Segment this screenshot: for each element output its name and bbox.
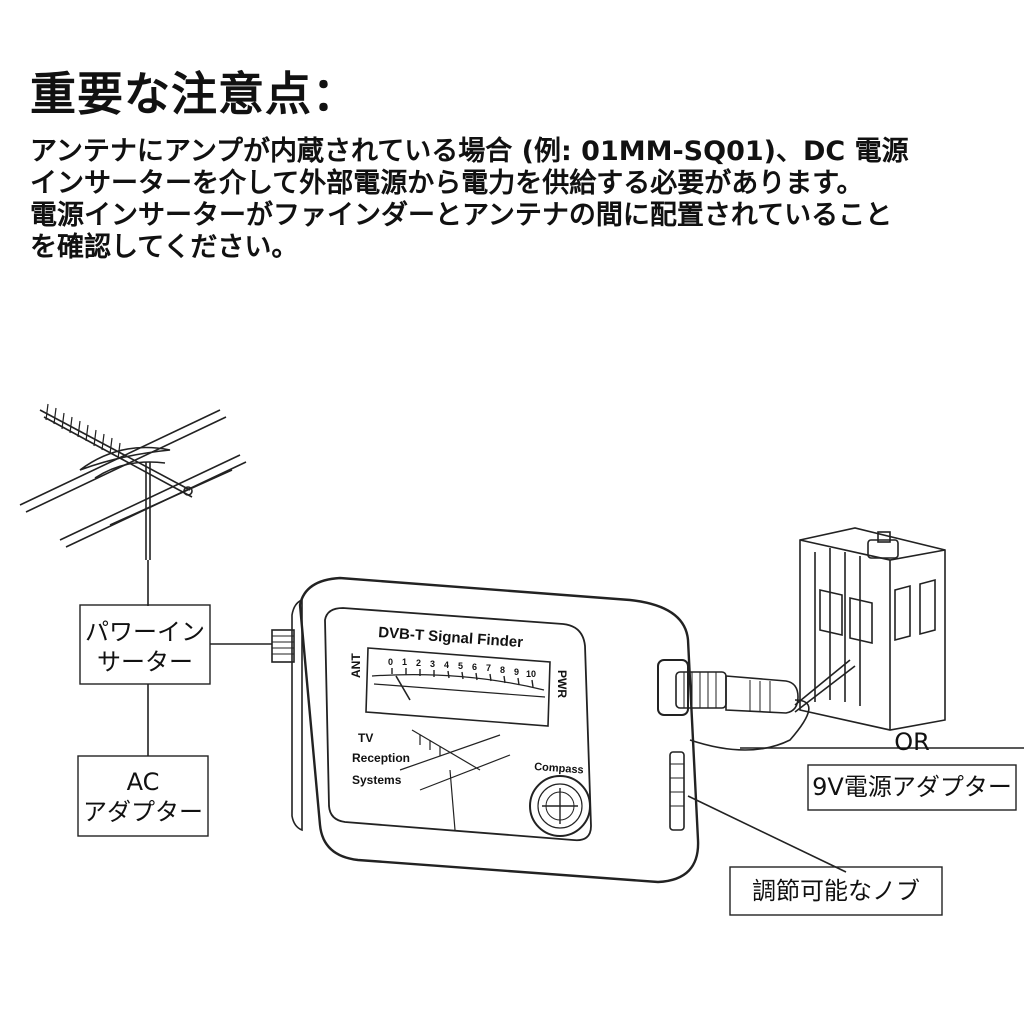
- notice-line: アンテナにアンプが内蔵されている場合 (例: 01MM-SQ01)、DC 電源: [30, 136, 909, 167]
- ac-adapter-label: アダプター: [83, 798, 203, 826]
- logo-tv: TV: [358, 731, 373, 745]
- ac-adapter-label: AC: [127, 768, 160, 796]
- scale-label: 6: [472, 662, 477, 672]
- dc-adapter-box: [807, 764, 1017, 811]
- compass-label: Compass: [534, 761, 584, 776]
- scale-label: 4: [444, 660, 449, 670]
- scale-label: 10: [526, 669, 536, 679]
- scale-label: 5: [458, 661, 463, 671]
- logo-systems: Systems: [352, 773, 402, 787]
- knob-label: 調節可能なノブ: [752, 877, 920, 905]
- pwr-label: PWR: [555, 670, 569, 698]
- power-inserter-label: パワーイン: [85, 618, 205, 646]
- notice-line: を確認してください。: [30, 232, 299, 263]
- scale-label: 7: [486, 663, 491, 673]
- scale-label: 2: [416, 658, 421, 668]
- ac-adapter-box: [77, 755, 209, 837]
- ant-label: ANT: [349, 653, 363, 678]
- page-title: 重要な注意点：: [30, 67, 359, 121]
- notice-paragraph: アンテナにアンプが内蔵されている場合 (例: 01MM-SQ01)、DC 電源 …: [30, 136, 1020, 264]
- scale-label: 1: [402, 657, 407, 667]
- logo-reception: Reception: [352, 751, 410, 765]
- or-label: OR: [894, 728, 930, 756]
- knob-box: [729, 866, 943, 916]
- dc-adapter-label: 9V電源アダプター: [812, 773, 1012, 801]
- scale-label: 3: [430, 659, 435, 669]
- notice-line: インサーターを介して外部電源から電力を供給する必要があります。: [30, 168, 864, 199]
- signal-finder-device: [271, 576, 799, 884]
- scale-label: 9: [514, 667, 519, 677]
- antenna-illustration: [19, 403, 247, 606]
- battery-pack-illustration: [799, 527, 946, 731]
- power-inserter-box: [79, 604, 211, 685]
- scale-label: 8: [500, 665, 505, 675]
- notice-line: 電源インサーターがファインダーとアンテナの間に配置されていること: [30, 200, 893, 231]
- scale-label: 0: [388, 657, 393, 667]
- power-inserter-label: サーター: [97, 648, 193, 676]
- device-title: DVB-T Signal Finder: [378, 624, 524, 651]
